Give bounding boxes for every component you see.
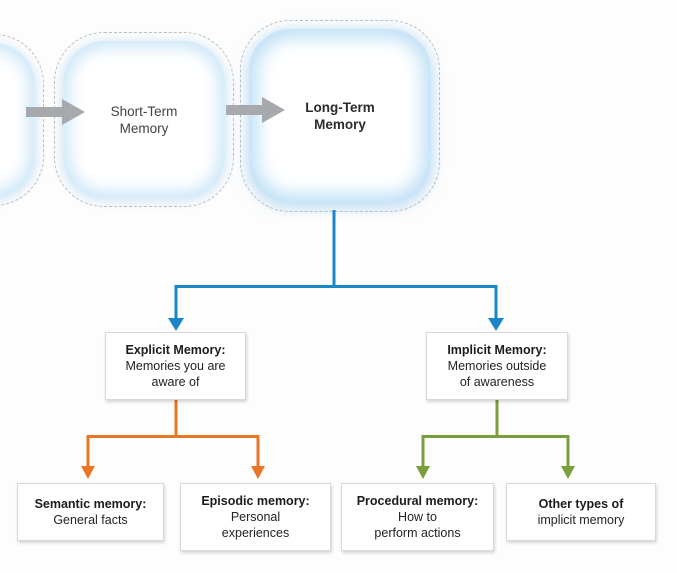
node-line: experiences [221,526,290,540]
node-line: of awareness [459,375,535,389]
node-title: Episodic memory: [201,494,310,508]
node-title: Implicit Memory: [447,343,547,357]
cell-glow [0,43,35,197]
connector-long-term-to-children [168,210,504,331]
label-line: Memory [119,120,169,136]
node-other-implicit-memory: Other types of implicit memory [506,483,656,541]
short-term-memory-label: Short-Term Memory [111,103,178,137]
connector-implicit-to-children [416,398,575,479]
arrowhead-icon [81,466,95,479]
long-term-memory-label: Long-Term Memory [305,99,375,133]
memory-cell-long-term: Long-Term Memory [240,20,440,212]
cell-glow [63,41,225,198]
node-procedural-memory: Procedural memory: How to perform action… [341,483,494,551]
arrowhead-icon [251,466,265,479]
node-line: Memories outside [447,359,547,373]
node-line: Memories you are [125,359,226,373]
node-title: Other types of [538,497,624,511]
flow-arrow-icon [26,99,85,125]
arrowhead-icon [416,466,430,479]
node-line: General facts [53,513,128,527]
node-episodic-memory: Episodic memory: Personal experiences [180,483,331,551]
memory-cell-partial [0,34,44,206]
node-line: implicit memory [537,513,625,527]
arrowhead-icon [488,318,504,331]
label-line: Memory [314,117,366,132]
node-explicit-memory: Explicit Memory: Memories you are aware … [105,332,246,400]
node-semantic-memory: Semantic memory: General facts [17,483,164,541]
arrowhead-icon [561,466,575,479]
node-title: Semantic memory: [34,497,147,511]
connector-explicit-to-children [81,398,265,479]
label-line: Long-Term [305,100,375,115]
node-title: Procedural memory: [356,494,479,508]
label-line: Short-Term [110,103,178,119]
node-implicit-memory: Implicit Memory: Memories outside of awa… [426,332,568,400]
arrowhead-icon [168,318,184,331]
cell-glow [249,29,431,203]
node-line: aware of [151,375,200,389]
node-title: Explicit Memory: [125,343,226,357]
memory-cell-short-term: Short-Term Memory [54,32,234,207]
node-line: How to [398,510,437,524]
flow-arrow-icon [226,97,285,123]
node-line: perform actions [374,526,461,540]
node-line: Personal [230,510,281,524]
